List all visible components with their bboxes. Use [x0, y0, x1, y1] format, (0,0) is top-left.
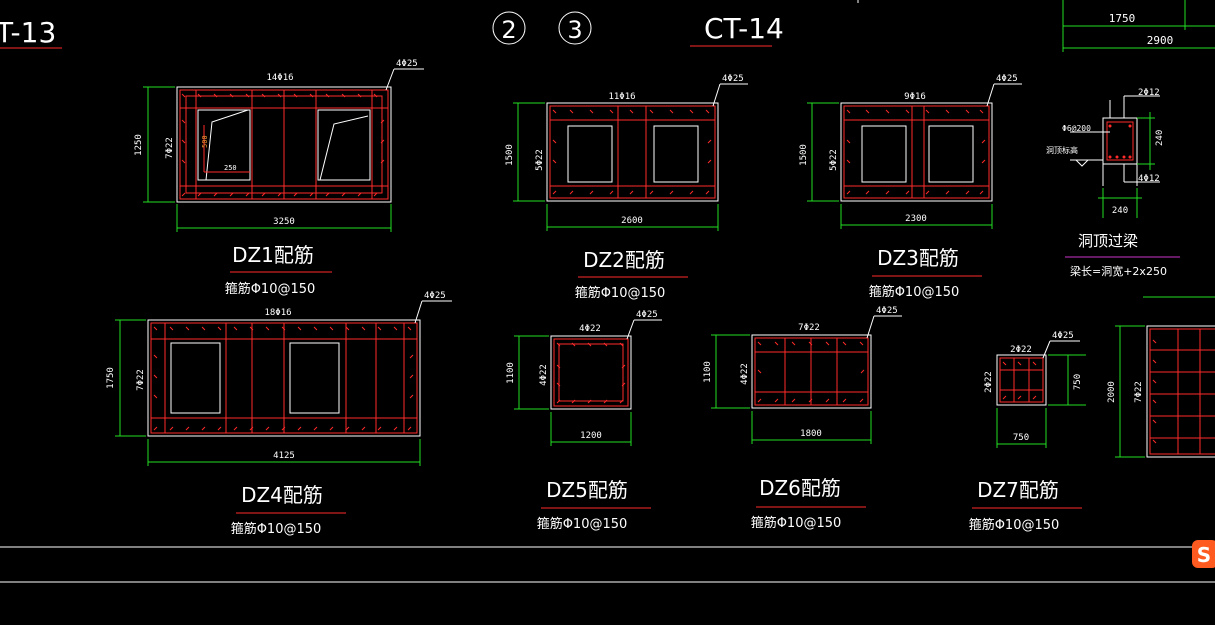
dz1-section: 500 250 14Φ16 4Φ25 7Φ22 1250 3250 DZ1配筋 …: [134, 59, 424, 297]
beam-detail: 2Φ12 Φ6@200 洞顶标高 4Φ12 240 240 洞顶过梁 梁长=洞宽…: [1046, 88, 1180, 278]
dz3-top-rebar: 9Φ16: [904, 92, 926, 102]
dz7-section: 2Φ22 4Φ25 2Φ22 750 750 DZ7配筋 箍筋Φ10@150: [969, 331, 1086, 533]
beam-mid-label: 洞顶标高: [1046, 145, 1078, 155]
dz5-width-dim: 1200: [580, 431, 602, 441]
dz1-inner-dim-v: 500: [201, 135, 209, 148]
dz6-corner-rebar: 4Φ25: [876, 306, 898, 316]
dz7-top-rebar: 2Φ22: [1010, 345, 1032, 355]
dim-1750: 1750: [1109, 12, 1136, 25]
dz3-stirrup: 箍筋Φ10@150: [869, 284, 960, 300]
dz1-stirrup: 箍筋Φ10@150: [225, 281, 316, 297]
dz6-title: DZ6配筋: [759, 476, 841, 500]
dz4-title: DZ4配筋: [241, 483, 323, 507]
dz7-height-dim: 750: [1073, 374, 1083, 390]
dz8-height-dim: 2000: [1107, 381, 1117, 403]
dz8-section-partial: 7Φ22 2000: [1107, 296, 1215, 458]
dz5-stirrup: 箍筋Φ10@150: [537, 516, 628, 532]
dz2-side-rebar: 5Φ22: [535, 149, 545, 171]
dz6-height-dim: 1100: [703, 361, 713, 383]
dz1-height-dim: 1250: [134, 134, 144, 156]
app-logo-letter: S: [1197, 543, 1211, 567]
dz4-width-dim: 4125: [273, 451, 295, 461]
axis-marker-3: 3: [567, 16, 582, 44]
beam-width: 240: [1112, 206, 1128, 216]
dz1-inner-dim-h: 250: [224, 164, 237, 172]
dz1-outline: [176, 86, 392, 203]
dz2-width-dim: 2600: [621, 216, 643, 226]
dz5-top-rebar: 4Φ22: [579, 324, 601, 334]
axis-marker-2: 2: [501, 16, 516, 44]
dz5-corner-rebar: 4Φ25: [636, 310, 658, 320]
dz3-title: DZ3配筋: [877, 246, 959, 270]
dz1-side-rebar: 7Φ22: [165, 137, 175, 159]
section-label-center: CT-14: [704, 12, 784, 45]
dz6-side-rebar: 4Φ22: [740, 363, 750, 385]
dz4-side-rebar: 7Φ22: [136, 369, 146, 391]
dz3-section: 9Φ16 4Φ25 5Φ22 1500 2300 DZ3配筋 箍筋Φ10@150: [799, 74, 1022, 300]
top-right-dimensions: 1750 2900: [857, 0, 1215, 52]
header-annotations: T-13 2 3 CT-14: [0, 11, 784, 49]
dz6-section: 7Φ22 4Φ25 4Φ22 1100 1800 DZ6配筋 箍筋Φ10@150: [703, 306, 902, 531]
dz7-stirrup: 箍筋Φ10@150: [969, 517, 1060, 533]
dz5-side-rebar: 4Φ22: [539, 364, 549, 386]
dz2-top-rebar: 11Φ16: [608, 92, 635, 102]
dz2-stirrup: 箍筋Φ10@150: [575, 285, 666, 301]
dz7-title: DZ7配筋: [977, 478, 1059, 502]
dz3-width-dim: 2300: [905, 214, 927, 224]
dz6-width-dim: 1800: [800, 429, 822, 439]
beam-bottom-label: 4Φ12: [1138, 174, 1160, 184]
dz3-side-rebar: 5Φ22: [829, 149, 839, 171]
dz7-side-rebar: 2Φ22: [984, 371, 994, 393]
dz6-stirrup: 箍筋Φ10@150: [751, 515, 842, 531]
dim-2900: 2900: [1147, 34, 1174, 47]
dz4-height-dim: 1750: [106, 367, 116, 389]
dz1-corner-rebar: 4Φ25: [396, 59, 418, 69]
dz3-corner-rebar: 4Φ25: [996, 74, 1018, 84]
dz4-section: 18Φ16 4Φ25 7Φ22 1750 4125 DZ4配筋 箍筋Φ10@15…: [106, 291, 452, 537]
dz2-title: DZ2配筋: [583, 248, 665, 272]
dz2-height-dim: 1500: [505, 144, 515, 166]
beam-hoop-label: Φ6@200: [1062, 124, 1091, 133]
dz4-top-rebar: 18Φ16: [264, 308, 291, 318]
app-logo-icon[interactable]: S: [1192, 540, 1215, 568]
beam-depth: 240: [1155, 130, 1165, 146]
beam-title: 洞顶过梁: [1078, 232, 1138, 250]
dz8-side-rebar: 7Φ22: [1134, 381, 1144, 403]
beam-top-label: 2Φ12: [1138, 88, 1160, 98]
dz1-top-rebar: 14Φ16: [266, 73, 293, 83]
dz2-corner-rebar: 4Φ25: [722, 74, 744, 84]
dz1-width-dim: 3250: [273, 217, 295, 227]
frame-lines: [0, 546, 1215, 583]
beam-formula: 梁长=洞宽+2x250: [1070, 264, 1167, 278]
dz7-corner-rebar: 4Φ25: [1052, 331, 1074, 341]
dz5-height-dim: 1100: [506, 362, 516, 384]
section-label-left: T-13: [0, 16, 56, 49]
dz4-corner-rebar: 4Φ25: [424, 291, 446, 301]
dz5-title: DZ5配筋: [546, 478, 628, 502]
dz5-section: 4Φ22 4Φ25 4Φ22 1100 1200 DZ5配筋 箍筋Φ10@150: [506, 310, 662, 532]
dz4-stirrup: 箍筋Φ10@150: [231, 521, 322, 537]
dz3-height-dim: 1500: [799, 144, 809, 166]
dz1-title: DZ1配筋: [232, 243, 314, 267]
dz2-section: 11Φ16 4Φ25 5Φ22 1500 2600 DZ2配筋 箍筋Φ10@15…: [505, 74, 748, 301]
dz7-width-dim: 750: [1013, 433, 1029, 443]
dz6-top-rebar: 7Φ22: [798, 323, 820, 333]
